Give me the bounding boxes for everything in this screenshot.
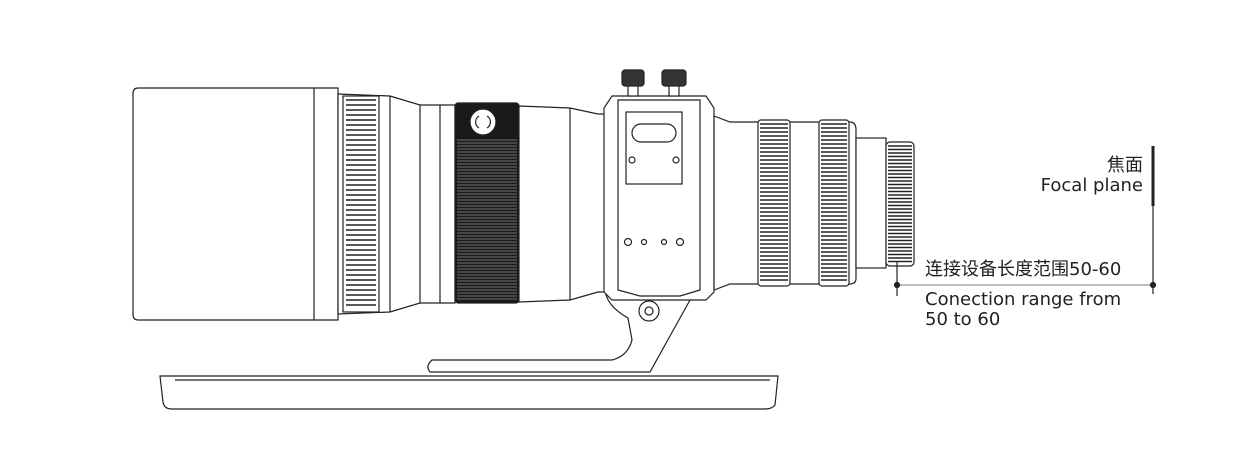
dimension-dot xyxy=(1149,281,1157,289)
tripod-foot-plate xyxy=(159,375,779,410)
foot-screw-center xyxy=(644,306,654,316)
collar-mount xyxy=(625,111,683,185)
dimension-dot xyxy=(893,281,901,289)
zoom-ring[interactable] xyxy=(454,102,520,304)
collar-slot xyxy=(631,123,677,143)
collar-hole xyxy=(660,238,668,246)
lock-knob-mark xyxy=(475,115,491,129)
focus-ring[interactable] xyxy=(342,95,380,313)
collar-hole xyxy=(640,238,648,246)
focal-plane-label-cn: 焦面 xyxy=(1107,155,1143,176)
focal-plane-label-en: Focal plane xyxy=(1040,175,1143,196)
mount-adapter[interactable] xyxy=(885,141,915,267)
rear-ring-2[interactable] xyxy=(818,119,850,287)
collar-knob-left[interactable] xyxy=(621,69,645,87)
tripod-collar xyxy=(603,95,715,301)
range-label-en-2: 50 to 60 xyxy=(925,309,1001,330)
collar-hole xyxy=(672,156,680,164)
collar-plate xyxy=(617,99,701,297)
rear-ring-1[interactable] xyxy=(757,119,791,287)
knob-stem xyxy=(668,85,680,97)
tripod-foot-stand xyxy=(427,287,691,373)
collar-hole xyxy=(628,156,636,164)
collar-hole xyxy=(623,237,633,247)
collar-hole xyxy=(675,237,685,247)
range-label-cn: 连接设备长度范围50-60 xyxy=(925,259,1122,280)
knob-stem xyxy=(627,85,639,97)
lens-body-middle xyxy=(518,105,606,303)
range-label-en-1: Conection range from xyxy=(925,289,1122,310)
collar-knob-right[interactable] xyxy=(661,69,687,87)
lens-mount xyxy=(855,137,887,269)
lock-knob[interactable] xyxy=(469,108,497,136)
lens-hood xyxy=(132,87,339,321)
